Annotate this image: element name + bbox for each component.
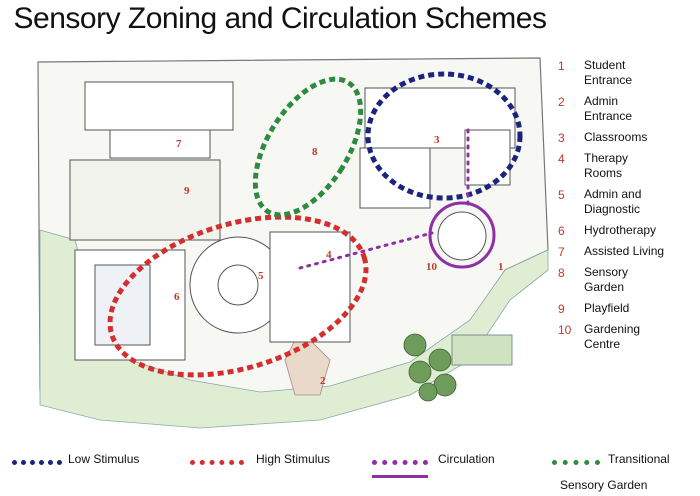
zone-number-6: 6 bbox=[174, 291, 180, 303]
key-number: 1 bbox=[558, 59, 565, 73]
key-item-9: 9 Playfield bbox=[558, 301, 698, 316]
high-stimulus-zone bbox=[107, 214, 369, 378]
key-label-line: Therapy bbox=[584, 151, 629, 165]
key-label-line: Entrance bbox=[584, 73, 633, 87]
zone-number-8: 8 bbox=[312, 146, 318, 158]
key-label: Hydrotherapy bbox=[584, 223, 656, 238]
key-label-line: Diagnostic bbox=[584, 202, 641, 216]
tree bbox=[428, 348, 452, 372]
key-label-line: Classrooms bbox=[584, 130, 648, 144]
zone-number-2: 2 bbox=[320, 375, 326, 387]
low-stimulus-zone bbox=[365, 71, 523, 201]
key-number: 2 bbox=[558, 95, 565, 109]
zones bbox=[107, 71, 523, 378]
key-label: Playfield bbox=[584, 301, 629, 316]
circulation-swatch bbox=[372, 460, 428, 465]
buildings bbox=[69, 81, 516, 361]
circulation-path bbox=[298, 128, 470, 270]
transitional-label: Transitional bbox=[608, 452, 670, 466]
zone-number-7: 7 bbox=[176, 138, 182, 150]
classroom-wing bbox=[359, 147, 431, 209]
high-stimulus-label: High Stimulus bbox=[256, 452, 331, 466]
tree bbox=[418, 382, 438, 402]
low-stimulus-swatch bbox=[12, 460, 62, 465]
key-label-line: Garden bbox=[584, 280, 625, 294]
trees bbox=[403, 333, 513, 402]
assisted-living-block bbox=[84, 81, 234, 131]
key-label-line: Gardening bbox=[584, 322, 641, 336]
key-item-7: 7 Assisted Living bbox=[558, 244, 698, 259]
zone-number-1: 1 bbox=[498, 261, 504, 273]
zone-number-5: 5 bbox=[258, 270, 264, 282]
diagram-title: Sensory Zoning and Circulation Schemes bbox=[13, 2, 547, 35]
transitional-swatch bbox=[552, 460, 600, 465]
key-label-line: Centre bbox=[584, 337, 621, 351]
key-label: Classrooms bbox=[584, 130, 647, 145]
key-label-line: Student bbox=[584, 58, 626, 72]
assisted-living-wing bbox=[109, 129, 211, 159]
transitional-label-2: Sensory Garden bbox=[560, 478, 648, 492]
key-number: 4 bbox=[558, 152, 565, 166]
key-label-line: Admin bbox=[584, 94, 619, 108]
zone-number-10: 10 bbox=[426, 261, 438, 273]
key-number: 7 bbox=[558, 245, 565, 259]
zone-number-3: 3 bbox=[434, 134, 440, 146]
tree bbox=[408, 360, 432, 384]
key-item-3: 3 Classrooms bbox=[558, 130, 698, 145]
key-label-line: Admin and bbox=[584, 187, 642, 201]
low-stimulus-label: Low Stimulus bbox=[68, 452, 140, 466]
key-label-line: Hydrotherapy bbox=[584, 223, 657, 237]
key-label-line: Assisted Living bbox=[584, 244, 665, 258]
key-number: 9 bbox=[558, 302, 565, 316]
circulation-label: Circulation bbox=[438, 452, 495, 466]
key-number: 10 bbox=[558, 323, 572, 337]
admin-rotunda-core bbox=[217, 264, 259, 306]
key-label-line: Sensory bbox=[584, 265, 629, 279]
key-label-line: Rooms bbox=[584, 166, 623, 180]
tree bbox=[403, 333, 427, 357]
circulation-hub bbox=[428, 201, 496, 269]
pool bbox=[94, 264, 151, 346]
gardening-centre-hub bbox=[437, 211, 487, 261]
admin-wing bbox=[269, 231, 351, 343]
zone-numbers: 1 2 3 4 5 6 7 8 9 10 bbox=[174, 134, 504, 387]
key-number: 5 bbox=[558, 188, 565, 202]
key-number: 8 bbox=[558, 266, 565, 280]
therapy-block bbox=[464, 129, 511, 186]
garden-beds bbox=[451, 334, 513, 366]
key-number: 3 bbox=[558, 131, 565, 145]
high-stimulus-swatch bbox=[190, 460, 244, 465]
transitional-zone bbox=[252, 76, 364, 218]
key-label-line: Entrance bbox=[584, 109, 633, 123]
circulation-solid-swatch bbox=[372, 475, 428, 478]
playfield bbox=[69, 159, 221, 241]
key-label-line: Playfield bbox=[584, 301, 630, 315]
key-item-6: 6 Hydrotherapy bbox=[558, 223, 698, 238]
key-number: 6 bbox=[558, 224, 565, 238]
zone-number-9: 9 bbox=[184, 185, 190, 197]
zone-number-4: 4 bbox=[326, 249, 332, 261]
key-label: Assisted Living bbox=[584, 244, 664, 259]
